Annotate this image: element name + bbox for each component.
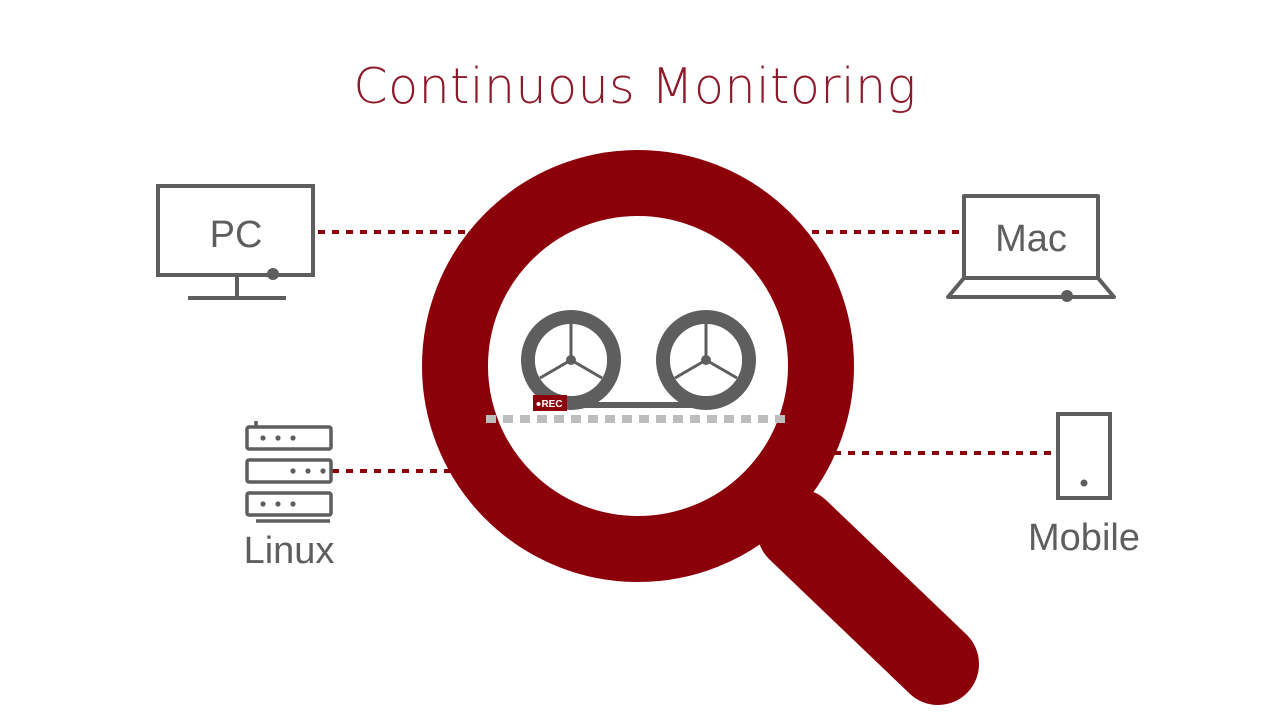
mobile-label: Mobile <box>1028 517 1140 559</box>
magnifier-handle <box>757 489 979 705</box>
tape-reel-icon-right <box>656 310 756 410</box>
rec-badge: REC <box>533 395 567 411</box>
smartphone-icon <box>1056 412 1112 500</box>
server-rack-icon <box>245 421 333 523</box>
diagram-title: Continuous Monitoring <box>353 58 917 115</box>
pc-label: PC <box>210 214 263 256</box>
tape-reel-icon <box>521 310 621 410</box>
mac-device: Mac <box>946 194 1116 302</box>
rec-badge-label: REC <box>541 399 562 410</box>
magnifier-lens-ring <box>422 150 854 582</box>
server-dots <box>260 435 326 507</box>
laptop-icon <box>946 194 1116 299</box>
pc-device: PC <box>156 184 315 300</box>
tape-recorder: REC <box>486 310 790 423</box>
pc-power-dot <box>267 268 279 280</box>
mobile-device: Mobile <box>1028 412 1140 559</box>
linux-label: Linux <box>244 530 335 572</box>
mac-trackpad-dot <box>1061 290 1073 302</box>
linux-device: Linux <box>244 421 335 572</box>
mobile-home-dot <box>1080 479 1088 487</box>
connector-lines <box>318 230 1054 473</box>
mac-label: Mac <box>995 218 1067 260</box>
desktop-monitor-icon <box>156 184 315 300</box>
magnifying-glass-icon <box>422 150 979 705</box>
